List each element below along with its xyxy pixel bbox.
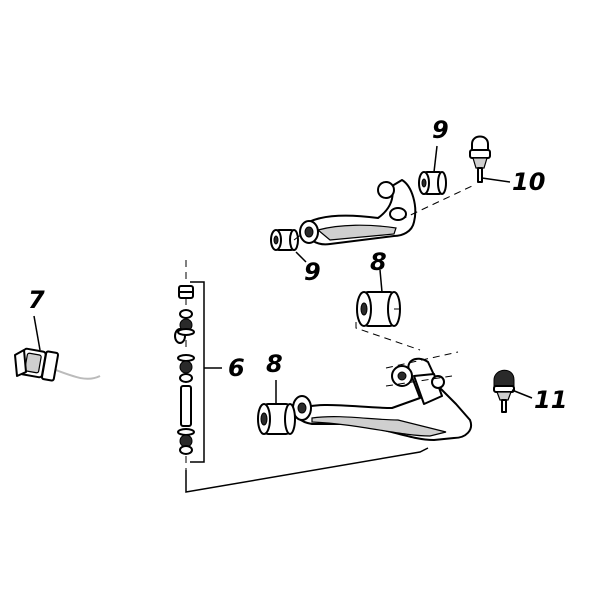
lower-ball-joint [493,369,515,413]
upper-ball-joint [469,135,491,183]
upper-bushing-rear [418,171,447,195]
lower-control-arm [292,357,472,441]
upper-bushing-front [270,229,299,251]
callout-9-rear: 9 [432,116,449,144]
callout-10: 10 [512,168,545,196]
link-to-lower-arm-line [185,447,429,493]
stabilizer-link-kit [177,260,222,470]
leader-7 [33,315,41,351]
upper-front-axis-line [293,233,303,241]
leader-10 [481,177,511,183]
callout-11: 11 [534,386,567,414]
lower-arm-axis-top [385,351,459,369]
leader-9-rear [433,145,438,173]
leader-8-rear [379,269,383,293]
leader-11 [511,389,533,399]
callout-7: 7 [28,286,45,314]
leader-9-front [295,251,307,263]
lower-bushing-rear [356,291,401,327]
lower-bushing-front [257,403,296,435]
callout-8-front: 8 [266,350,283,378]
upper-control-arm [299,179,417,246]
callout-9-front: 9 [304,258,321,286]
upper-arm-axis-line [399,185,473,221]
lower-rear-axis-b [355,322,421,351]
stabilizer-bar [14,321,186,385]
callout-8-rear: 8 [370,248,387,276]
callout-6: 6 [228,354,245,382]
